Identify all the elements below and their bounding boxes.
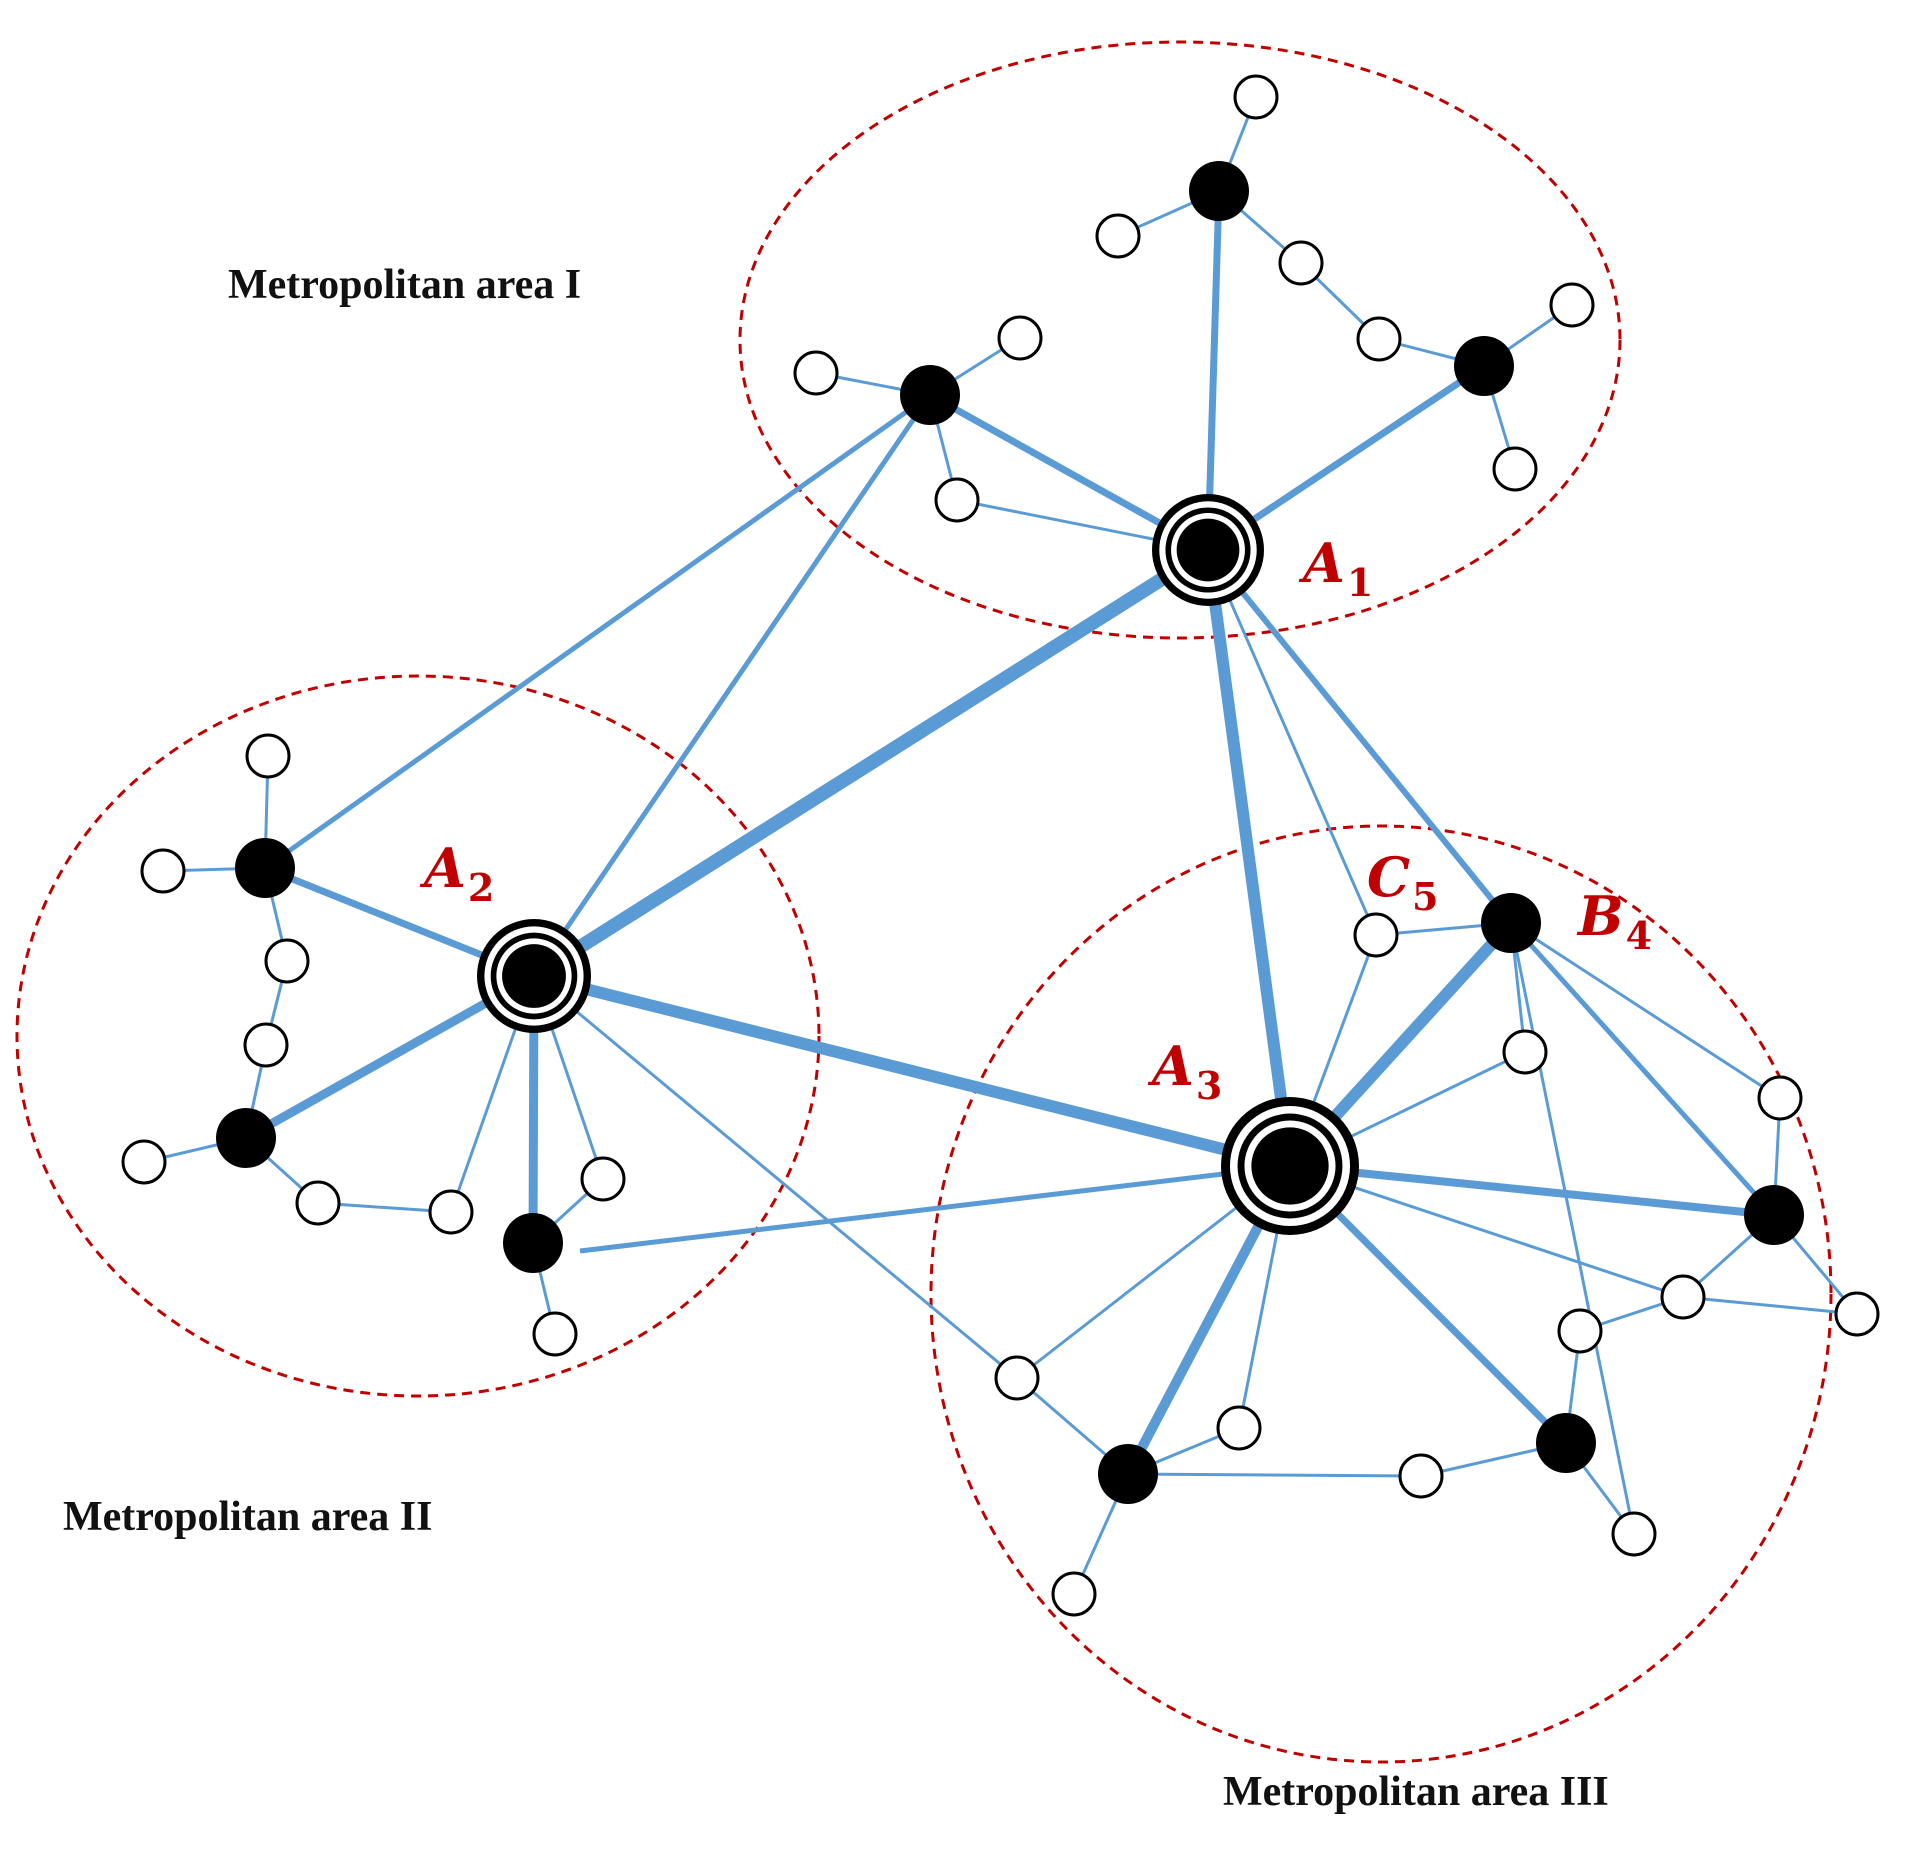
secondary-node xyxy=(1454,336,1514,396)
local-node xyxy=(1233,74,1279,120)
network-edge xyxy=(1127,1472,1422,1478)
local-node xyxy=(295,1180,341,1226)
secondary-node xyxy=(235,838,295,898)
local-node xyxy=(1095,213,1141,259)
area-label-1: Metropolitan area I xyxy=(228,262,581,308)
secondary-node xyxy=(216,1108,276,1168)
network-edges xyxy=(143,96,1859,1595)
local-node xyxy=(997,315,1043,361)
local-node xyxy=(1278,240,1324,286)
secondary-node xyxy=(1098,1444,1158,1504)
area-label-2: Metropolitan area II xyxy=(63,1494,432,1540)
hub-label-a2: A2 xyxy=(419,836,494,910)
local-node xyxy=(1356,316,1402,362)
network-edge xyxy=(1206,549,1378,936)
local-node xyxy=(1502,1029,1548,1075)
local-node xyxy=(1834,1291,1880,1337)
hub-label-b4: B4 xyxy=(1576,884,1652,958)
network-edge xyxy=(1204,190,1223,551)
local-node xyxy=(121,1139,167,1185)
metro-area-boundary-2 xyxy=(15,674,821,1398)
network-edge xyxy=(263,392,932,871)
secondary-node xyxy=(1536,1413,1596,1473)
network-edge xyxy=(1510,921,1781,1100)
secondary-node xyxy=(1744,1185,1804,1245)
local-node xyxy=(532,1311,578,1357)
local-node xyxy=(1051,1571,1097,1617)
network-edge xyxy=(1289,1164,1684,1299)
local-node xyxy=(934,477,980,523)
local-node xyxy=(1549,282,1595,328)
network-nodes xyxy=(121,74,1880,1617)
local-node xyxy=(1398,1453,1444,1499)
local-node xyxy=(1557,1308,1603,1354)
local-node xyxy=(1757,1075,1803,1121)
metro-area-boundaries xyxy=(15,40,1833,1764)
network-edge xyxy=(530,544,1212,982)
metro-area-boundary-3 xyxy=(929,824,1833,1764)
secondary-node-b4 xyxy=(1481,893,1541,953)
local-node xyxy=(1660,1274,1706,1320)
network-edge xyxy=(532,970,1292,1172)
network-edge xyxy=(1509,921,1776,1217)
network-edge xyxy=(1205,548,1514,925)
area-label-3: Metropolitan area III xyxy=(1223,1769,1609,1815)
hub-node-a2 xyxy=(477,919,591,1033)
local-node xyxy=(245,733,291,779)
local-node xyxy=(793,350,839,396)
local-node xyxy=(994,1355,1040,1401)
local-node xyxy=(428,1189,474,1235)
secondary-node xyxy=(1189,161,1249,221)
local-node-c5 xyxy=(1353,912,1399,958)
network-edge xyxy=(579,1163,1291,1254)
hub-label-a1: A1 xyxy=(1298,531,1373,605)
local-node xyxy=(1216,1405,1262,1451)
local-node xyxy=(580,1156,626,1202)
local-node xyxy=(1611,1511,1657,1557)
local-node xyxy=(264,938,310,984)
hub-label-c5: C5 xyxy=(1367,845,1438,919)
hub-label-a3: A3 xyxy=(1147,1034,1222,1108)
secondary-node xyxy=(503,1213,563,1273)
local-node xyxy=(140,848,186,894)
secondary-node xyxy=(900,365,960,425)
network-edge xyxy=(1289,1162,1775,1219)
labels: Metropolitan area I Metropolitan area II… xyxy=(63,262,1652,1815)
metro-area-boundary-1 xyxy=(738,40,1622,640)
hub-node-a3 xyxy=(1221,1097,1359,1235)
hub-node-a1 xyxy=(1152,494,1264,606)
network-edge xyxy=(1202,549,1296,1167)
network-edge xyxy=(533,974,1018,1380)
local-node xyxy=(1492,446,1538,492)
network-edge xyxy=(1509,922,1636,1535)
network-edge xyxy=(531,393,933,978)
network-edge xyxy=(1682,1295,1858,1316)
local-node xyxy=(243,1022,289,1068)
